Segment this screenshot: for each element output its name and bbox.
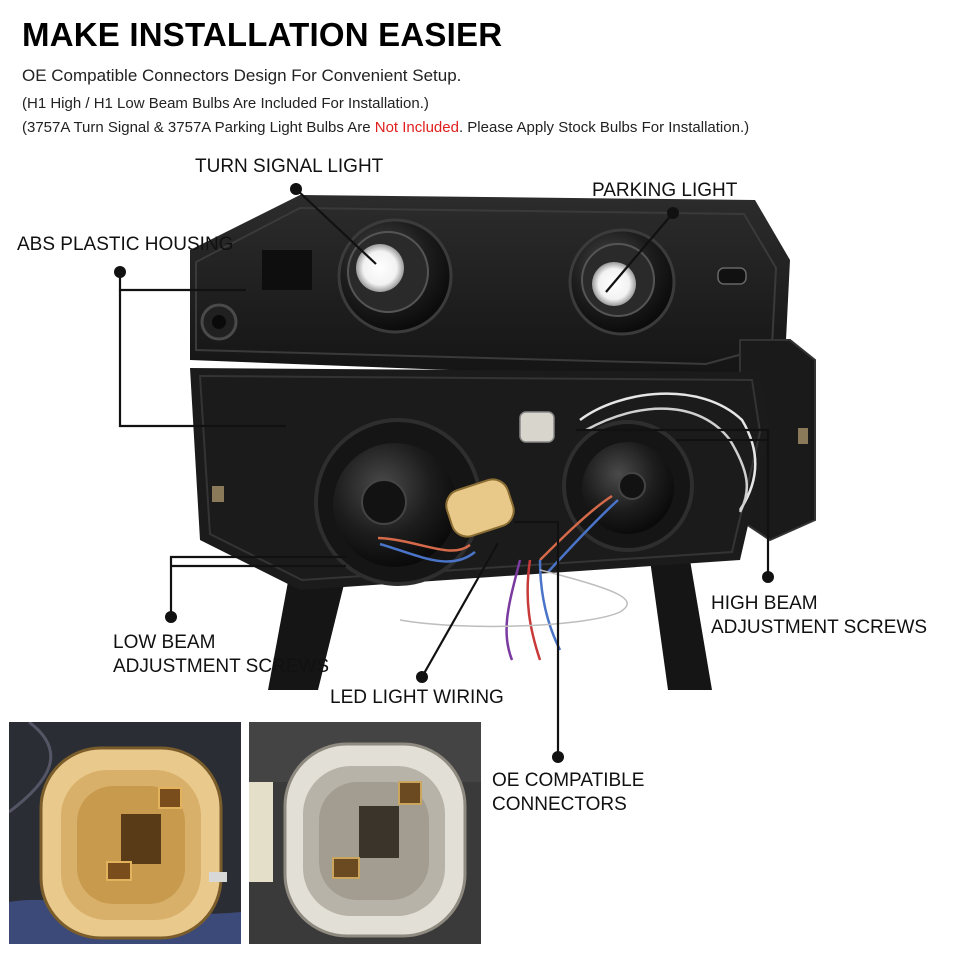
connector-closeup-grey [249,722,481,944]
turn-signal-socket [337,218,453,334]
callout-turn-signal: TURN SIGNAL LIGHT [195,156,384,177]
callout-housing: ABS PLASTIC HOUSING [17,234,234,255]
high-beam-dome [562,420,694,552]
grey-connector-image [249,722,481,944]
subtitle-connectors: OE Compatible Connectors Design For Conv… [22,66,462,85]
callout-led-wiring: LED LIGHT WIRING [330,687,504,708]
parking-light-socket [568,228,676,336]
callout-low-beam-line1: LOW BEAM [113,632,216,653]
callout-high-beam-line2: ADJUSTMENT SCREWS [711,617,928,638]
yellow-connector-image [9,722,241,944]
callout-low-beam: LOW BEAM ADJUSTMENT SCREWS [113,631,329,679]
note-included-bulbs: (H1 High / H1 Low Beam Bulbs Are Include… [22,95,429,112]
callout-oe-line2: CONNECTORS [492,794,627,815]
callout-parking-light: PARKING LIGHT [592,180,738,201]
housing-upper [190,195,790,380]
page-title: MAKE INSTALLATION EASIER [22,16,503,53]
note-not-included: (3757A Turn Signal & 3757A Parking Light… [22,119,749,136]
callout-low-beam-line2: ADJUSTMENT SCREWS [113,656,330,677]
connector-closeup-yellow [9,722,241,944]
callout-dots [114,183,774,763]
note-not-included-pre: (3757A Turn Signal & 3757A Parking Light… [22,119,375,136]
callout-oe-connectors: OE COMPATIBLE CONNECTORS [492,769,644,817]
connector-body [445,411,555,538]
note-not-included-post: . Please Apply Stock Bulbs For Installat… [458,119,750,136]
not-included-highlight: Not Included [374,119,459,136]
mount-legs [268,560,712,690]
callout-oe-line1: OE COMPATIBLE [492,770,645,791]
callout-high-beam: HIGH BEAM ADJUSTMENT SCREWS [711,592,927,640]
wiring-harness [377,392,757,661]
callout-high-beam-line1: HIGH BEAM [711,593,818,614]
